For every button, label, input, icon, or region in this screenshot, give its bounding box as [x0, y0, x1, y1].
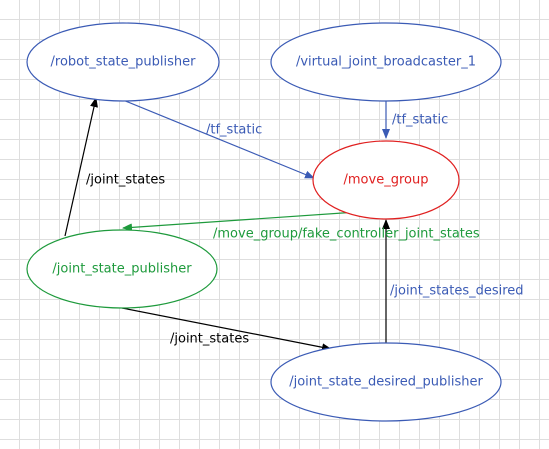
edge-label-rsp-tf-static: /tf_static	[206, 123, 262, 138]
node-virtual-joint-broadcaster[interactable]: /virtual_joint_broadcaster_1	[270, 22, 502, 102]
edges	[64, 97, 390, 352]
edge-label-joint-states-desired: /joint_states_desired	[390, 284, 524, 299]
edge-label-jsp-joint-states: /joint_states	[86, 173, 165, 188]
node-move-group[interactable]: /move_group	[312, 140, 460, 220]
node-joint-state-publisher[interactable]: /joint_state_publisher	[26, 229, 218, 309]
edge-move-group-to-jsp	[122, 211, 358, 232]
node-label-move-group: /move_group	[344, 173, 429, 188]
edge-labels: /tf_static /tf_static /joint_states /mov…	[86, 113, 524, 347]
node-label-robot-state-publisher: /robot_state_publisher	[51, 55, 197, 70]
edge-label-fake-controller-joint-states: /move_group/fake_controller_joint_states	[213, 227, 480, 242]
edge-rsp-to-move-group	[122, 99, 315, 179]
edge-jsp-to-jsdp	[121, 307, 332, 352]
edge-label-vjb-tf-static: /tf_static	[392, 113, 448, 128]
node-label-joint-state-desired-publisher: /joint_state_desired_publisher	[289, 375, 483, 390]
node-label-virtual-joint-broadcaster: /virtual_joint_broadcaster_1	[296, 55, 476, 70]
node-label-joint-state-publisher: /joint_state_publisher	[52, 262, 192, 277]
node-joint-state-desired-publisher[interactable]: /joint_state_desired_publisher	[270, 342, 502, 422]
node-robot-state-publisher[interactable]: /robot_state_publisher	[26, 22, 220, 102]
nodes: /robot_state_publisher /virtual_joint_br…	[26, 22, 502, 422]
edge-label-jsp-to-jsdp-joint-states: /joint_states	[170, 332, 249, 347]
edge-jsp-to-rsp	[64, 97, 98, 237]
